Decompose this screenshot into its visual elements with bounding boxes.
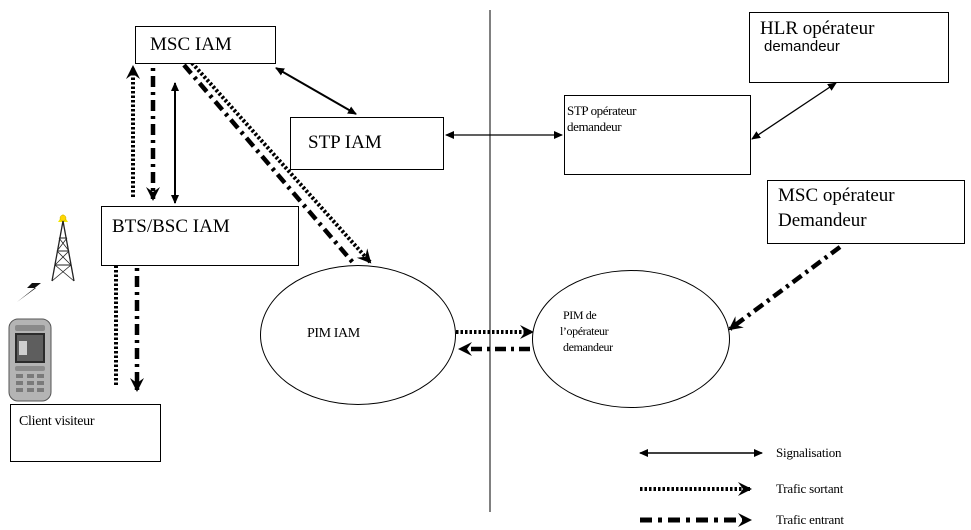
msc-iam-box: MSC IAM [135, 26, 276, 64]
signal-msc-stp [275, 67, 357, 115]
client-visiteur-label: Client visiteur [19, 414, 95, 429]
pim-operateur-label-1: PIM de [563, 308, 597, 322]
signal-stp-hlr [751, 82, 837, 140]
hlr-operateur-label-2: demandeur [764, 38, 840, 55]
stp-operateur-box: STP opérateur demandeur [564, 95, 751, 175]
bts-bsc-iam-box: BTS/BSC IAM [101, 206, 299, 266]
wireless-signal-icon [17, 270, 45, 302]
stp-operateur-label-1: STP opérateur [567, 103, 637, 118]
pim-iam-ellipse: PIM IAM [260, 265, 456, 405]
bts-bsc-iam-label: BTS/BSC IAM [112, 216, 230, 237]
hlr-operateur-box: HLR opérateur demandeur [749, 12, 949, 83]
client-visiteur-box: Client visiteur [10, 404, 161, 462]
hlr-operateur-label-1: HLR opérateur [760, 18, 875, 39]
pim-operateur-ellipse: PIM de l’opérateur demandeur [532, 270, 730, 408]
msc-iam-label: MSC IAM [150, 34, 232, 55]
outgoing-msc-pim [190, 61, 372, 264]
pim-operateur-label-3: demandeur [563, 340, 613, 354]
stp-iam-label: STP IAM [308, 132, 382, 153]
legend-sortant-label: Trafic sortant [776, 481, 844, 496]
msc-operateur-label-1: MSC opérateur [778, 185, 895, 206]
stp-iam-box: STP IAM [290, 117, 444, 170]
incoming-msc-pim [182, 63, 357, 267]
incoming-msc-operateur-pim [728, 245, 842, 331]
msc-operateur-box: MSC opérateur Demandeur [767, 180, 965, 244]
legend-entrant-label: Trafic entrant [776, 512, 844, 527]
stp-operateur-label-2: demandeur [567, 119, 622, 134]
legend-signalisation-label: Signalisation [776, 445, 842, 460]
mobile-phone-icon [8, 318, 52, 402]
msc-operateur-label-2: Demandeur [778, 210, 867, 231]
antenna-tower-icon [51, 214, 75, 282]
pim-operateur-label-2: l’opérateur [560, 324, 609, 338]
pim-iam-label: PIM IAM [307, 326, 360, 341]
